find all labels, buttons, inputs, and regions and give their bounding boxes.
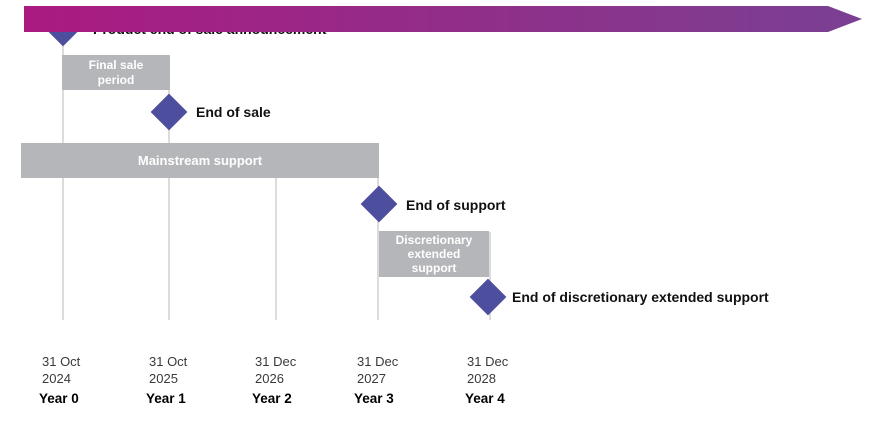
gridline-year3 (377, 178, 379, 321)
period-bar-label: Discretionary extended support (395, 233, 473, 275)
year-label-1: Year 1 (146, 391, 186, 406)
date-label-year0: 31 Oct 2024 (42, 354, 81, 386)
tick-year3 (376, 320, 379, 347)
timeline-arrow (24, 6, 862, 32)
period-bar-label: Final sale period (88, 57, 144, 87)
milestone-label-end-of-sale: End of sale (196, 104, 271, 120)
gridline-year1 (168, 90, 170, 321)
gridline-year4 (489, 232, 491, 321)
gridline-year2 (275, 178, 277, 321)
timeline-arrow-shape (24, 6, 862, 32)
date-label-year2: 31 Dec 2026 (255, 354, 297, 386)
milestone-label-end-of-support: End of support (406, 197, 506, 213)
milestone-diamond-icon (150, 93, 188, 131)
period-bar-label: Mainstream support (137, 152, 263, 168)
tick-year0 (61, 320, 64, 347)
milestone-diamond-icon (469, 278, 507, 316)
tick-year4 (488, 320, 491, 347)
period-bar-final-sale: Final sale period (62, 55, 170, 90)
date-label-year1: 31 Oct 2025 (149, 354, 188, 386)
milestone-diamond-icon (360, 185, 398, 223)
tick-year2 (274, 320, 277, 347)
date-label-year4: 31 Dec 2028 (467, 354, 509, 386)
period-bar-mainstream-support: Mainstream support (21, 143, 379, 178)
tick-year1 (167, 320, 170, 347)
year-label-0: Year 0 (39, 391, 79, 406)
year-label-4: Year 4 (465, 391, 505, 406)
milestone-label-end-of-discretionary-extended-support: End of discretionary extended support (512, 289, 769, 305)
date-label-year3: 31 Dec 2027 (357, 354, 399, 386)
gridline-year0 (62, 46, 64, 321)
period-bar-discretionary-extended-support: Discretionary extended support (379, 231, 489, 277)
year-label-2: Year 2 (252, 391, 292, 406)
year-label-3: Year 3 (354, 391, 394, 406)
